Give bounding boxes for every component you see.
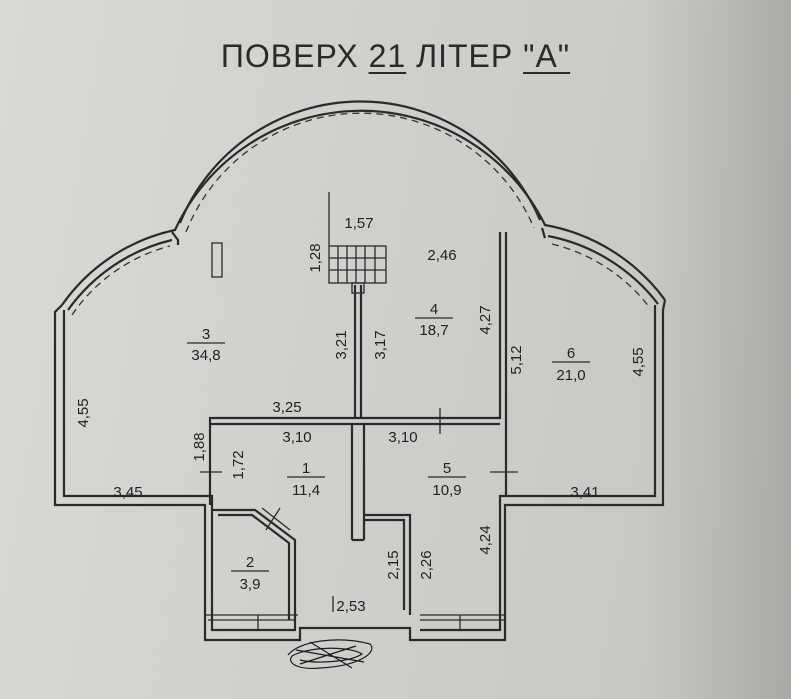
room-2-area: 3,9 [240,576,261,593]
dim-corridor-a: 2,15 [385,550,402,579]
dim-room6-right: 4,55 [630,347,647,376]
dim-stair-depth: 1,28 [307,243,324,272]
room-5-number: 5 [443,460,451,477]
exterior-walls [53,100,667,642]
room-1-label: 1 11,4 [287,460,325,499]
dim-room5-top: 3,10 [388,429,417,446]
room-1-area: 11,4 [292,482,320,499]
paper-shadow [640,0,791,699]
interior-walls [171,227,547,630]
dim-room6-left: 5,12 [508,345,525,374]
dim-room1-top: 3,10 [282,429,311,446]
room-6-label: 6 21,0 [552,345,590,384]
dim-corridor-b: 2,26 [418,550,435,579]
dim-room1-left-inner: 1,72 [230,450,247,479]
staircase [328,192,387,294]
dim-stair-right: 3,17 [372,330,389,359]
room-4-area: 18,7 [419,322,448,339]
dim-hall-right: 4,27 [477,305,494,334]
dim-room1-left-outer: 1,88 [191,432,208,461]
room-6-area: 21,0 [556,367,585,384]
title-letter: "А" [523,38,571,74]
title-floor: 21 [368,38,407,74]
room-labels: 3 34,8 4 18,7 6 21,0 1 11,4 5 10,9 2 3,9 [187,301,590,593]
room-3-label: 3 34,8 [187,326,225,364]
room-2-label: 2 3,9 [231,554,269,593]
balcony-outline [71,112,651,316]
dim-room3-left: 4,55 [75,398,92,427]
room-4-label: 4 18,7 [415,301,453,339]
room-2-number: 2 [246,554,254,571]
room-5-area: 10,9 [432,482,461,499]
room-6-number: 6 [567,345,575,362]
room-5-label: 5 10,9 [428,460,466,499]
dim-room5-right: 4,24 [477,525,494,554]
dimension-labels: 1,57 1,28 2,46 4,27 3,21 3,17 4,55 3,45 … [75,215,647,615]
scribble-mark [287,639,373,669]
dim-room3-bottom: 3,45 [113,484,142,501]
title-prefix: ПОВЕРХ [220,38,369,74]
plan-title: ПОВЕРХ 21 ЛІТЕР "А" [0,38,791,75]
room-3-number: 3 [202,326,210,343]
dim-stair-width: 1,57 [344,215,373,232]
dim-room3-divider: 3,25 [272,399,301,416]
title-middle: ЛІТЕР [406,38,524,74]
room-4-number: 4 [430,301,438,318]
room-1-number: 1 [302,460,310,477]
dim-hall-top: 2,46 [427,247,456,264]
dim-room6-bottom: 3,41 [570,484,599,501]
room-3-area: 34,8 [191,347,220,364]
dim-bottom: 2,53 [336,598,365,615]
dim-stair-left: 3,21 [333,330,350,359]
